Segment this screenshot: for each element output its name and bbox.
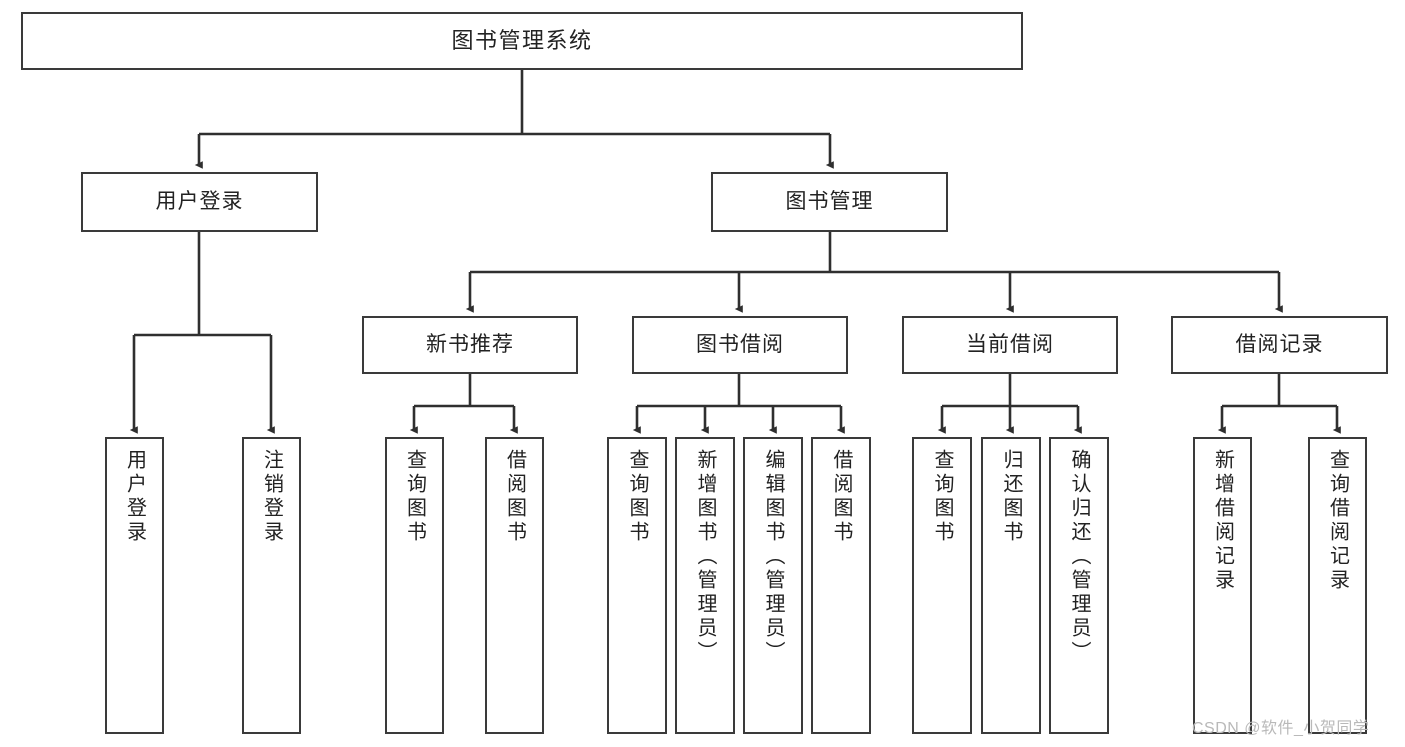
leaf-add-book-label: 新增图书（管理员） <box>694 449 716 665</box>
leaf-edit-book[interactable]: 编辑图书（管理员） <box>743 437 803 734</box>
node-book-manage-label: 图书管理 <box>785 189 874 213</box>
leaf-logout-label: 注销登录 <box>260 449 283 545</box>
leaf-edit-book-label: 编辑图书（管理员） <box>762 449 784 665</box>
leaf-borrow-book-recommend[interactable]: 借阅图书 <box>485 437 544 734</box>
leaf-query-book-borrow-label: 查询图书 <box>626 449 648 545</box>
leaf-add-borrow-record[interactable]: 新增借阅记录 <box>1193 437 1252 734</box>
leaf-query-book-borrow[interactable]: 查询图书 <box>607 437 667 734</box>
node-current-borrow-label: 当前借阅 <box>966 332 1054 356</box>
leaf-query-borrow-record-label: 查询借阅记录 <box>1326 449 1349 593</box>
leaf-confirm-return[interactable]: 确认归还（管理员） <box>1049 437 1109 734</box>
node-root-system[interactable]: 图书管理系统 <box>21 12 1023 70</box>
leaf-confirm-return-label: 确认归还（管理员） <box>1068 449 1090 665</box>
node-new-book-recommend[interactable]: 新书推荐 <box>362 316 578 374</box>
leaf-borrow-book-recommend-label: 借阅图书 <box>503 449 526 545</box>
node-borrow-record[interactable]: 借阅记录 <box>1171 316 1388 374</box>
leaf-query-book-recommend[interactable]: 查询图书 <box>385 437 444 734</box>
leaf-query-book-current-label: 查询图书 <box>931 449 953 545</box>
leaf-query-book-current[interactable]: 查询图书 <box>912 437 972 734</box>
node-borrow-record-label: 借阅记录 <box>1235 332 1324 356</box>
node-book-manage[interactable]: 图书管理 <box>711 172 948 232</box>
node-user-login[interactable]: 用户登录 <box>81 172 318 232</box>
leaf-user-login[interactable]: 用户登录 <box>105 437 164 734</box>
csdn-watermark: CSDN @软件_小贺同学 <box>1192 720 1370 737</box>
leaf-add-book[interactable]: 新增图书（管理员） <box>675 437 735 734</box>
leaf-user-login-label: 用户登录 <box>123 449 146 545</box>
node-book-borrow-label: 图书借阅 <box>696 332 784 356</box>
leaf-query-book-recommend-label: 查询图书 <box>403 449 426 545</box>
node-new-book-recommend-label: 新书推荐 <box>426 332 514 356</box>
leaf-add-borrow-record-label: 新增借阅记录 <box>1211 449 1234 593</box>
leaf-query-borrow-record[interactable]: 查询借阅记录 <box>1308 437 1367 734</box>
node-current-borrow[interactable]: 当前借阅 <box>902 316 1118 374</box>
node-root-system-label: 图书管理系统 <box>451 28 593 54</box>
leaf-return-book[interactable]: 归还图书 <box>981 437 1041 734</box>
leaf-return-book-label: 归还图书 <box>1000 449 1022 545</box>
leaf-borrow-book-label: 借阅图书 <box>830 449 852 545</box>
node-user-login-label: 用户登录 <box>155 189 244 213</box>
leaf-logout[interactable]: 注销登录 <box>242 437 301 734</box>
leaf-borrow-book[interactable]: 借阅图书 <box>811 437 871 734</box>
node-book-borrow[interactable]: 图书借阅 <box>632 316 848 374</box>
